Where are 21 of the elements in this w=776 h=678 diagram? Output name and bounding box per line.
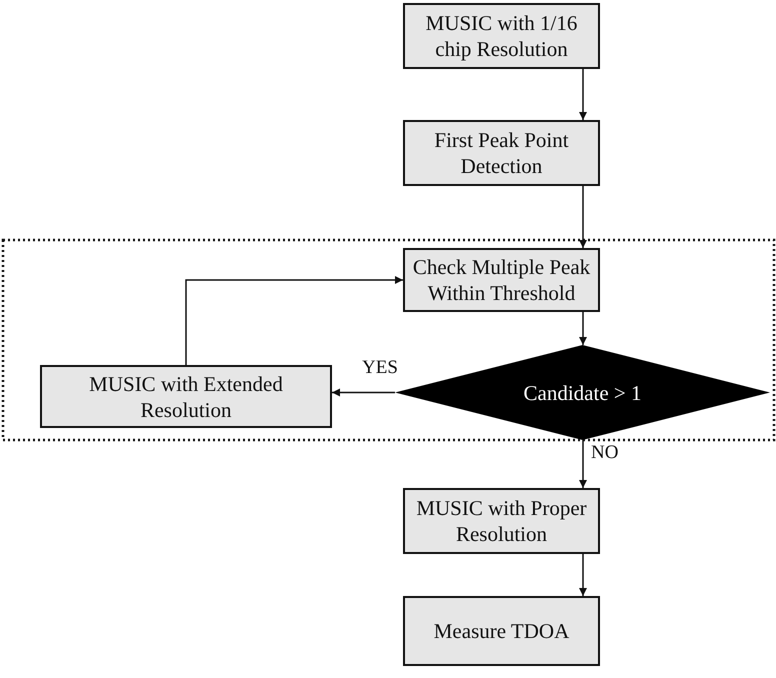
decision-diamond	[395, 345, 770, 440]
arrow	[579, 440, 587, 488]
decision-text: Candidate > 1	[524, 380, 642, 406]
step-text: Check Multiple Peak Within Threshold	[412, 254, 592, 306]
step-text: Measure TDOA	[434, 618, 570, 644]
process-box	[403, 596, 600, 666]
arrow	[579, 69, 587, 120]
arrow	[185, 276, 403, 365]
process-box	[403, 3, 600, 69]
process-box	[403, 488, 600, 554]
process-box	[403, 248, 600, 312]
step-text: First Peak Point Detection	[433, 127, 570, 179]
process-box	[403, 120, 600, 186]
step-text: MUSIC with 1/16 chip Resolution	[424, 10, 578, 62]
step-text: MUSIC with Extended Resolution	[88, 370, 284, 422]
arrow	[332, 388, 395, 396]
arrow	[579, 554, 587, 596]
step-text: MUSIC with Proper Resolution	[415, 495, 588, 547]
process-box	[40, 365, 332, 428]
arrow	[579, 312, 587, 345]
arrow	[579, 186, 587, 248]
